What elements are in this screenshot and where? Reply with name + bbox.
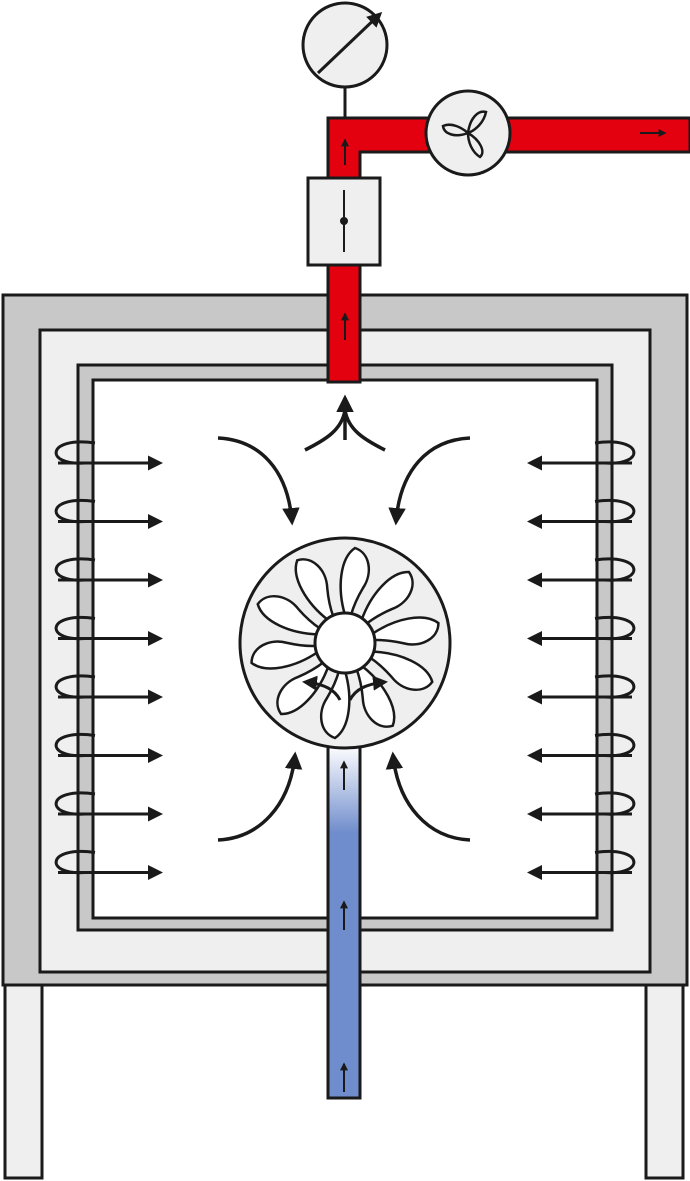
fan-blade [355,664,396,728]
fan-blade [256,595,322,636]
airflow-arrow-bottom-right [385,751,471,842]
valve-pivot [340,217,348,225]
fan-hub [313,611,377,675]
heater-coils [54,440,636,880]
pressure-gauge-icon [301,1,389,89]
fan-blade [339,546,371,617]
fan-blade [294,558,335,622]
fan-arrow-left [302,675,342,701]
airflow-arrow-top-left [217,436,300,526]
fan-blade [319,669,351,740]
fan-blade [359,570,414,626]
left-leg [3,983,44,1180]
turbine-icon [441,110,488,159]
gauge-needle [316,11,383,75]
airflow-arrow-top-right [388,436,471,526]
fan-blades [250,546,440,740]
fan-arrow-right [348,675,388,701]
fan-blade [370,616,440,646]
hot-exhaust-pipe [326,116,690,384]
airflow-branch-left [304,409,347,452]
fan-blade [368,650,434,691]
airflow-arrow-bottom-left [217,751,303,842]
fan-blade [250,640,320,670]
airflow-branch-right [343,409,386,452]
right-leg [644,983,685,1180]
